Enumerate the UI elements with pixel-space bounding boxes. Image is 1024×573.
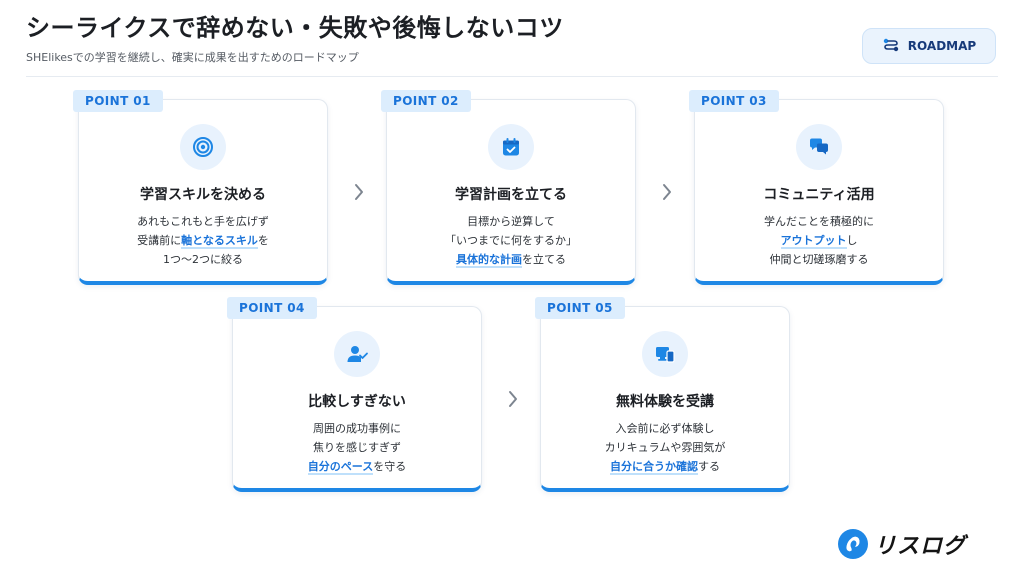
text-segment: 受講前に (137, 234, 182, 247)
highlight-text: 自分に合うか確認 (610, 460, 698, 475)
chevron-right-icon (351, 182, 367, 202)
text-segment: する (698, 460, 720, 473)
card-title: 学習計画を立てる (455, 187, 567, 203)
description-line: 入会前に必ず体験し (615, 422, 715, 435)
page-title: シーライクスで辞めない・失敗や後悔しないコツ (26, 14, 564, 42)
point-card-02: POINT 02 学習計画を立てる 目標から逆算して 「いつまでに何をするか」 … (381, 90, 636, 285)
description-line: 受講前に軸となるスキルを (79, 231, 327, 250)
user-check-icon (334, 331, 380, 377)
description-line: 自分のペースを守る (233, 457, 481, 476)
description-line: 目標から逆算して (467, 215, 555, 228)
devices-icon (642, 331, 688, 377)
description-line: 具体的な計画を立てる (387, 250, 635, 269)
page-subtitle: SHElikesでの学習を継続し、確実に成果を出すためのロードマップ (26, 51, 359, 64)
text-segment: を (257, 234, 269, 247)
target-icon (180, 124, 226, 170)
point-badge: POINT 04 (227, 297, 317, 319)
point-card-01: POINT 01 学習スキルを決める あれもこれもと手を広げず 受講前に軸となる… (73, 90, 328, 285)
description-line: 焦りを感じすぎず (313, 441, 401, 454)
chat-bubbles-icon (796, 124, 842, 170)
point-badge: POINT 03 (689, 90, 779, 112)
chevron-right-icon (505, 389, 521, 409)
description-line: カリキュラムや雰囲気が (604, 441, 726, 454)
card-title: 比較しすぎない (308, 394, 406, 410)
description-line: 周囲の成功事例に (313, 422, 401, 435)
point-card-05: POINT 05 無料体験を受講 入会前に必ず体験し カリキュラムや雰囲気が 自… (535, 297, 790, 492)
card-title: 無料体験を受講 (616, 394, 714, 410)
description-line: 自分に合うか確認する (541, 457, 789, 476)
card-title: コミュニティ活用 (763, 187, 875, 203)
calendar-check-icon (488, 124, 534, 170)
squirrel-logo-icon (838, 529, 868, 559)
description-line: アウトプットし (695, 231, 943, 250)
card-description: 周囲の成功事例に 焦りを感じすぎず 自分のペースを守る (233, 419, 481, 476)
highlight-text: アウトプット (780, 234, 847, 249)
brand-logo: リスログ (838, 528, 966, 560)
description-line: 「いつまでに何をするか」 (445, 234, 577, 247)
text-segment: し (846, 234, 858, 247)
card-title: 学習スキルを決める (140, 187, 266, 203)
roadmap-label: ROADMAP (907, 39, 977, 53)
roadmap-button[interactable]: ROADMAP (862, 28, 996, 64)
card-description: 目標から逆算して 「いつまでに何をするか」 具体的な計画を立てる (387, 212, 635, 269)
highlight-text: 軸となるスキル (181, 234, 258, 249)
text-segment: を守る (373, 460, 407, 473)
highlight-text: 自分のペース (307, 460, 374, 475)
description-line: 学んだことを積極的に (764, 215, 874, 228)
card-description: あれもこれもと手を広げず 受講前に軸となるスキルを 1つ〜2つに絞る (79, 212, 327, 269)
point-card-03: POINT 03 コミュニティ活用 学んだことを積極的に アウトプットし 仲間と… (689, 90, 944, 285)
description-line: あれもこれもと手を広げず (137, 215, 269, 228)
text-segment: を立てる (522, 253, 566, 266)
description-line: 仲間と切磋琢磨する (769, 253, 869, 266)
card-description: 学んだことを積極的に アウトプットし 仲間と切磋琢磨する (695, 212, 943, 269)
point-badge: POINT 01 (73, 90, 163, 112)
highlight-text: 具体的な計画 (456, 253, 522, 268)
point-card-04: POINT 04 比較しすぎない 周囲の成功事例に 焦りを感じすぎず 自分のペー… (227, 297, 482, 492)
point-badge: POINT 05 (535, 297, 625, 319)
header-divider (26, 76, 998, 77)
route-icon (882, 38, 900, 55)
chevron-right-icon (659, 182, 675, 202)
card-description: 入会前に必ず体験し カリキュラムや雰囲気が 自分に合うか確認する (541, 419, 789, 476)
description-line: 1つ〜2つに絞る (163, 253, 243, 266)
point-badge: POINT 02 (381, 90, 471, 112)
logo-text: リスログ (874, 534, 967, 559)
